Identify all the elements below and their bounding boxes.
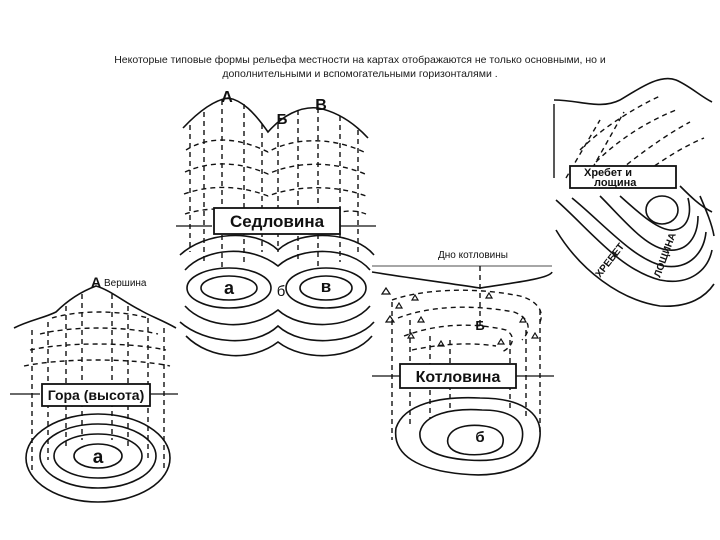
- ridge-label-box: [569, 165, 677, 189]
- mountain-label-box: [41, 383, 151, 407]
- mountain-summit-label: Вершина: [104, 278, 147, 289]
- mountain-diagram: [10, 285, 178, 503]
- mountain-peak: А: [91, 274, 101, 290]
- basin-diagram: [371, 265, 554, 476]
- basin-profile-b: Б: [475, 318, 484, 333]
- saddle-plan-a: а: [224, 278, 235, 298]
- saddle-plan-v: в: [321, 277, 331, 296]
- mountain-plan-a: а: [93, 447, 104, 468]
- ridge-word-hollow: ЛОЩИНА: [652, 231, 678, 279]
- saddle-peak-b: Б: [277, 111, 288, 128]
- basin-plan-b: б: [475, 429, 484, 446]
- mountain-label: Гора (высота): [48, 387, 145, 403]
- basin-rocks: [380, 286, 540, 347]
- saddle-peak-v: В: [315, 97, 327, 114]
- saddle-label: Седловина: [230, 212, 325, 231]
- ridge-label-line-1: Хребет и: [584, 167, 632, 179]
- slide-caption: Некоторые типовые формы рельефа местност…: [60, 53, 660, 81]
- saddle-label-box: [213, 207, 341, 235]
- caption-line-1: Некоторые типовые формы рельефа местност…: [114, 54, 606, 66]
- ridge-diagram: [553, 77, 715, 307]
- basin-label-box: [399, 363, 517, 389]
- saddle-peak-a: А: [221, 89, 233, 106]
- saddle-plan-b: б: [277, 283, 286, 300]
- saddle-diagram: [176, 97, 376, 357]
- ridge-label-line-2: лощина: [594, 177, 637, 189]
- caption-line-2: дополнительными и вспомогательными гориз…: [222, 68, 498, 80]
- basin-label: Котловина: [416, 369, 501, 386]
- basin-bottom-caption: Дно котловины: [438, 250, 508, 261]
